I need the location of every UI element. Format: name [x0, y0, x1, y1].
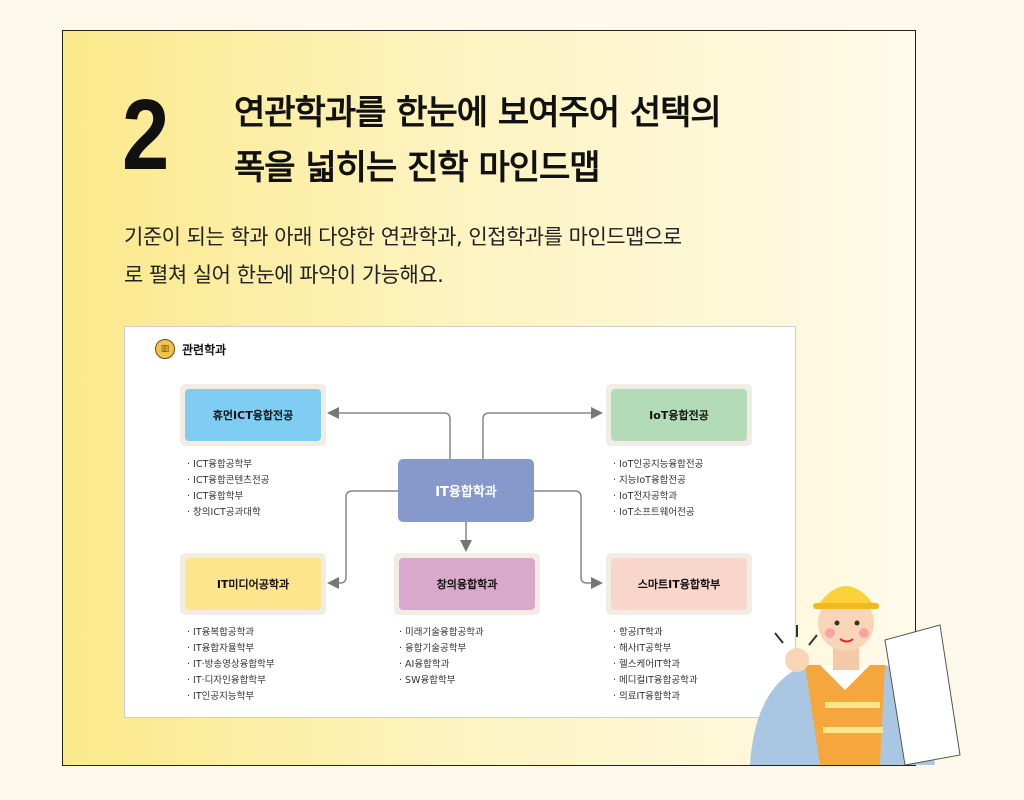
list-item: 헬스케어IT학과	[613, 657, 698, 673]
node-iot: IoT융합전공	[606, 384, 752, 446]
node-list: 미래기술융합공학과융합기술공학부AI융합학과SW융합학부	[399, 625, 484, 689]
center-node: IT융합학과	[398, 459, 534, 522]
node-creative: 창의융합학과	[394, 553, 540, 615]
node-list: ICT융합공학부ICT융합콘텐츠전공ICT융합학부창의ICT공과대학	[187, 457, 269, 521]
list-item: 해사IT공학부	[613, 641, 698, 657]
list-item: IT융복합공학과	[187, 625, 275, 641]
book-icon: ▥	[155, 339, 175, 359]
node-list: 항공IT학과해사IT공학부헬스케어IT학과메디컬IT융합공학과의료IT융합학과	[613, 625, 698, 705]
list-item: 메디컬IT융합공학과	[613, 673, 698, 689]
connector-lines	[327, 407, 603, 589]
headline-line2: 폭을 넓히는 진학 마인드맵	[234, 148, 601, 188]
list-item: 융합기술공학부	[399, 641, 484, 657]
worker-illustration	[750, 586, 961, 765]
description-line2: 로 펼쳐 실어 한눈에 파악이 가능해요.	[124, 263, 444, 287]
list-item: ICT융합콘텐츠전공	[187, 473, 269, 489]
list-item: ICT융합학부	[187, 489, 269, 505]
list-item: IT·방송영상융합학부	[187, 657, 275, 673]
node-human-ict: 휴먼ICT융합전공	[180, 384, 326, 446]
list-item: 미래기술융합공학과	[399, 625, 484, 641]
list-item: IoT전자공학과	[613, 489, 703, 505]
node-it-media: IT미디어공학과	[180, 553, 326, 615]
node-label: IT미디어공학과	[185, 558, 321, 610]
list-item: IoT소프트웨어전공	[613, 505, 703, 521]
list-item: 창의ICT공과대학	[187, 505, 269, 521]
card-title-text: 관련학과	[182, 342, 227, 357]
list-item: 항공IT학과	[613, 625, 698, 641]
list-item: IT·디자인융합학부	[187, 673, 275, 689]
node-label: 스마트IT융합학부	[611, 558, 747, 610]
mindmap-card: ▥ 관련학과 IT융합학과 휴먼ICT융합전공 ICT융합공학부ICT융합콘텐츠전…	[124, 326, 796, 718]
list-item: 의료IT융합학과	[613, 689, 698, 705]
node-label: 창의융합학과	[399, 558, 535, 610]
list-item: AI융합학과	[399, 657, 484, 673]
list-item: IT융합자율학부	[187, 641, 275, 657]
description-line1: 기준이 되는 학과 아래 다양한 연관학과, 인접학과를 마인드맵으로	[124, 225, 682, 249]
list-item: SW융합학부	[399, 673, 484, 689]
card-title: ▥ 관련학과	[155, 339, 226, 359]
step-number: 2	[122, 79, 170, 191]
node-list: IoT인공지능융합전공지능IoT융합전공IoT전자공학과IoT소프트웨어전공	[613, 457, 703, 521]
list-item: ICT융합공학부	[187, 457, 269, 473]
headline-line1: 연관학과를 한눈에 보여주어 선택의	[234, 93, 722, 133]
list-item: IoT인공지능융합전공	[613, 457, 703, 473]
node-label: 휴먼ICT융합전공	[185, 389, 321, 441]
headline: 연관학과를 한눈에 보여주어 선택의 폭을 넓히는 진학 마인드맵	[234, 86, 722, 196]
node-label: IoT융합전공	[611, 389, 747, 441]
node-list: IT융복합공학과IT융합자율학부IT·방송영상융합학부IT·디자인융합학부IT인…	[187, 625, 275, 705]
node-smart-it: 스마트IT융합학부	[606, 553, 752, 615]
description: 기준이 되는 학과 아래 다양한 연관학과, 인접학과를 마인드맵으로 로 펼쳐…	[124, 218, 682, 294]
list-item: 지능IoT융합전공	[613, 473, 703, 489]
list-item: IT인공지능학부	[187, 689, 275, 705]
